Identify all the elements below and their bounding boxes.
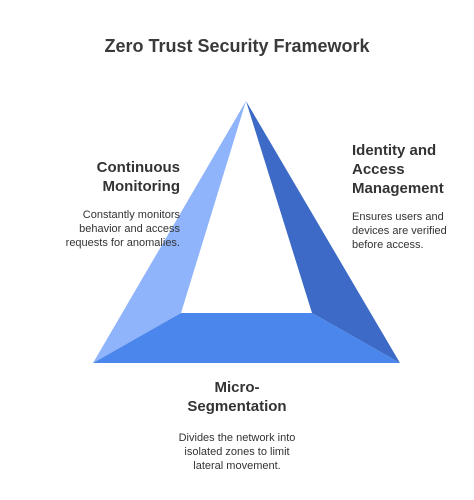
triangle-left-side (93, 101, 246, 363)
identity-access-section: Identity and Access Management Ensures u… (352, 141, 470, 252)
continuous-monitoring-heading: Continuous Monitoring (96, 159, 180, 195)
micro-segmentation-heading: Micro- Segmentation (187, 379, 287, 415)
continuous-monitoring-description: Constantly monitors behavior and access … (65, 209, 180, 249)
diagram-title: Zero Trust Security Framework (104, 36, 370, 56)
micro-segmentation-description: Divides the network into isolated zones … (178, 432, 296, 472)
identity-access-heading: Identity and Access Management (352, 142, 444, 197)
triangle-bottom-side (93, 313, 400, 363)
continuous-monitoring-section: Continuous Monitoring Constantly monitor… (30, 158, 180, 250)
identity-access-description: Ensures users and devices are verified b… (352, 211, 447, 251)
micro-segmentation-section: Micro- Segmentation Divides the network … (137, 378, 337, 473)
triangle-right-side (246, 101, 400, 363)
